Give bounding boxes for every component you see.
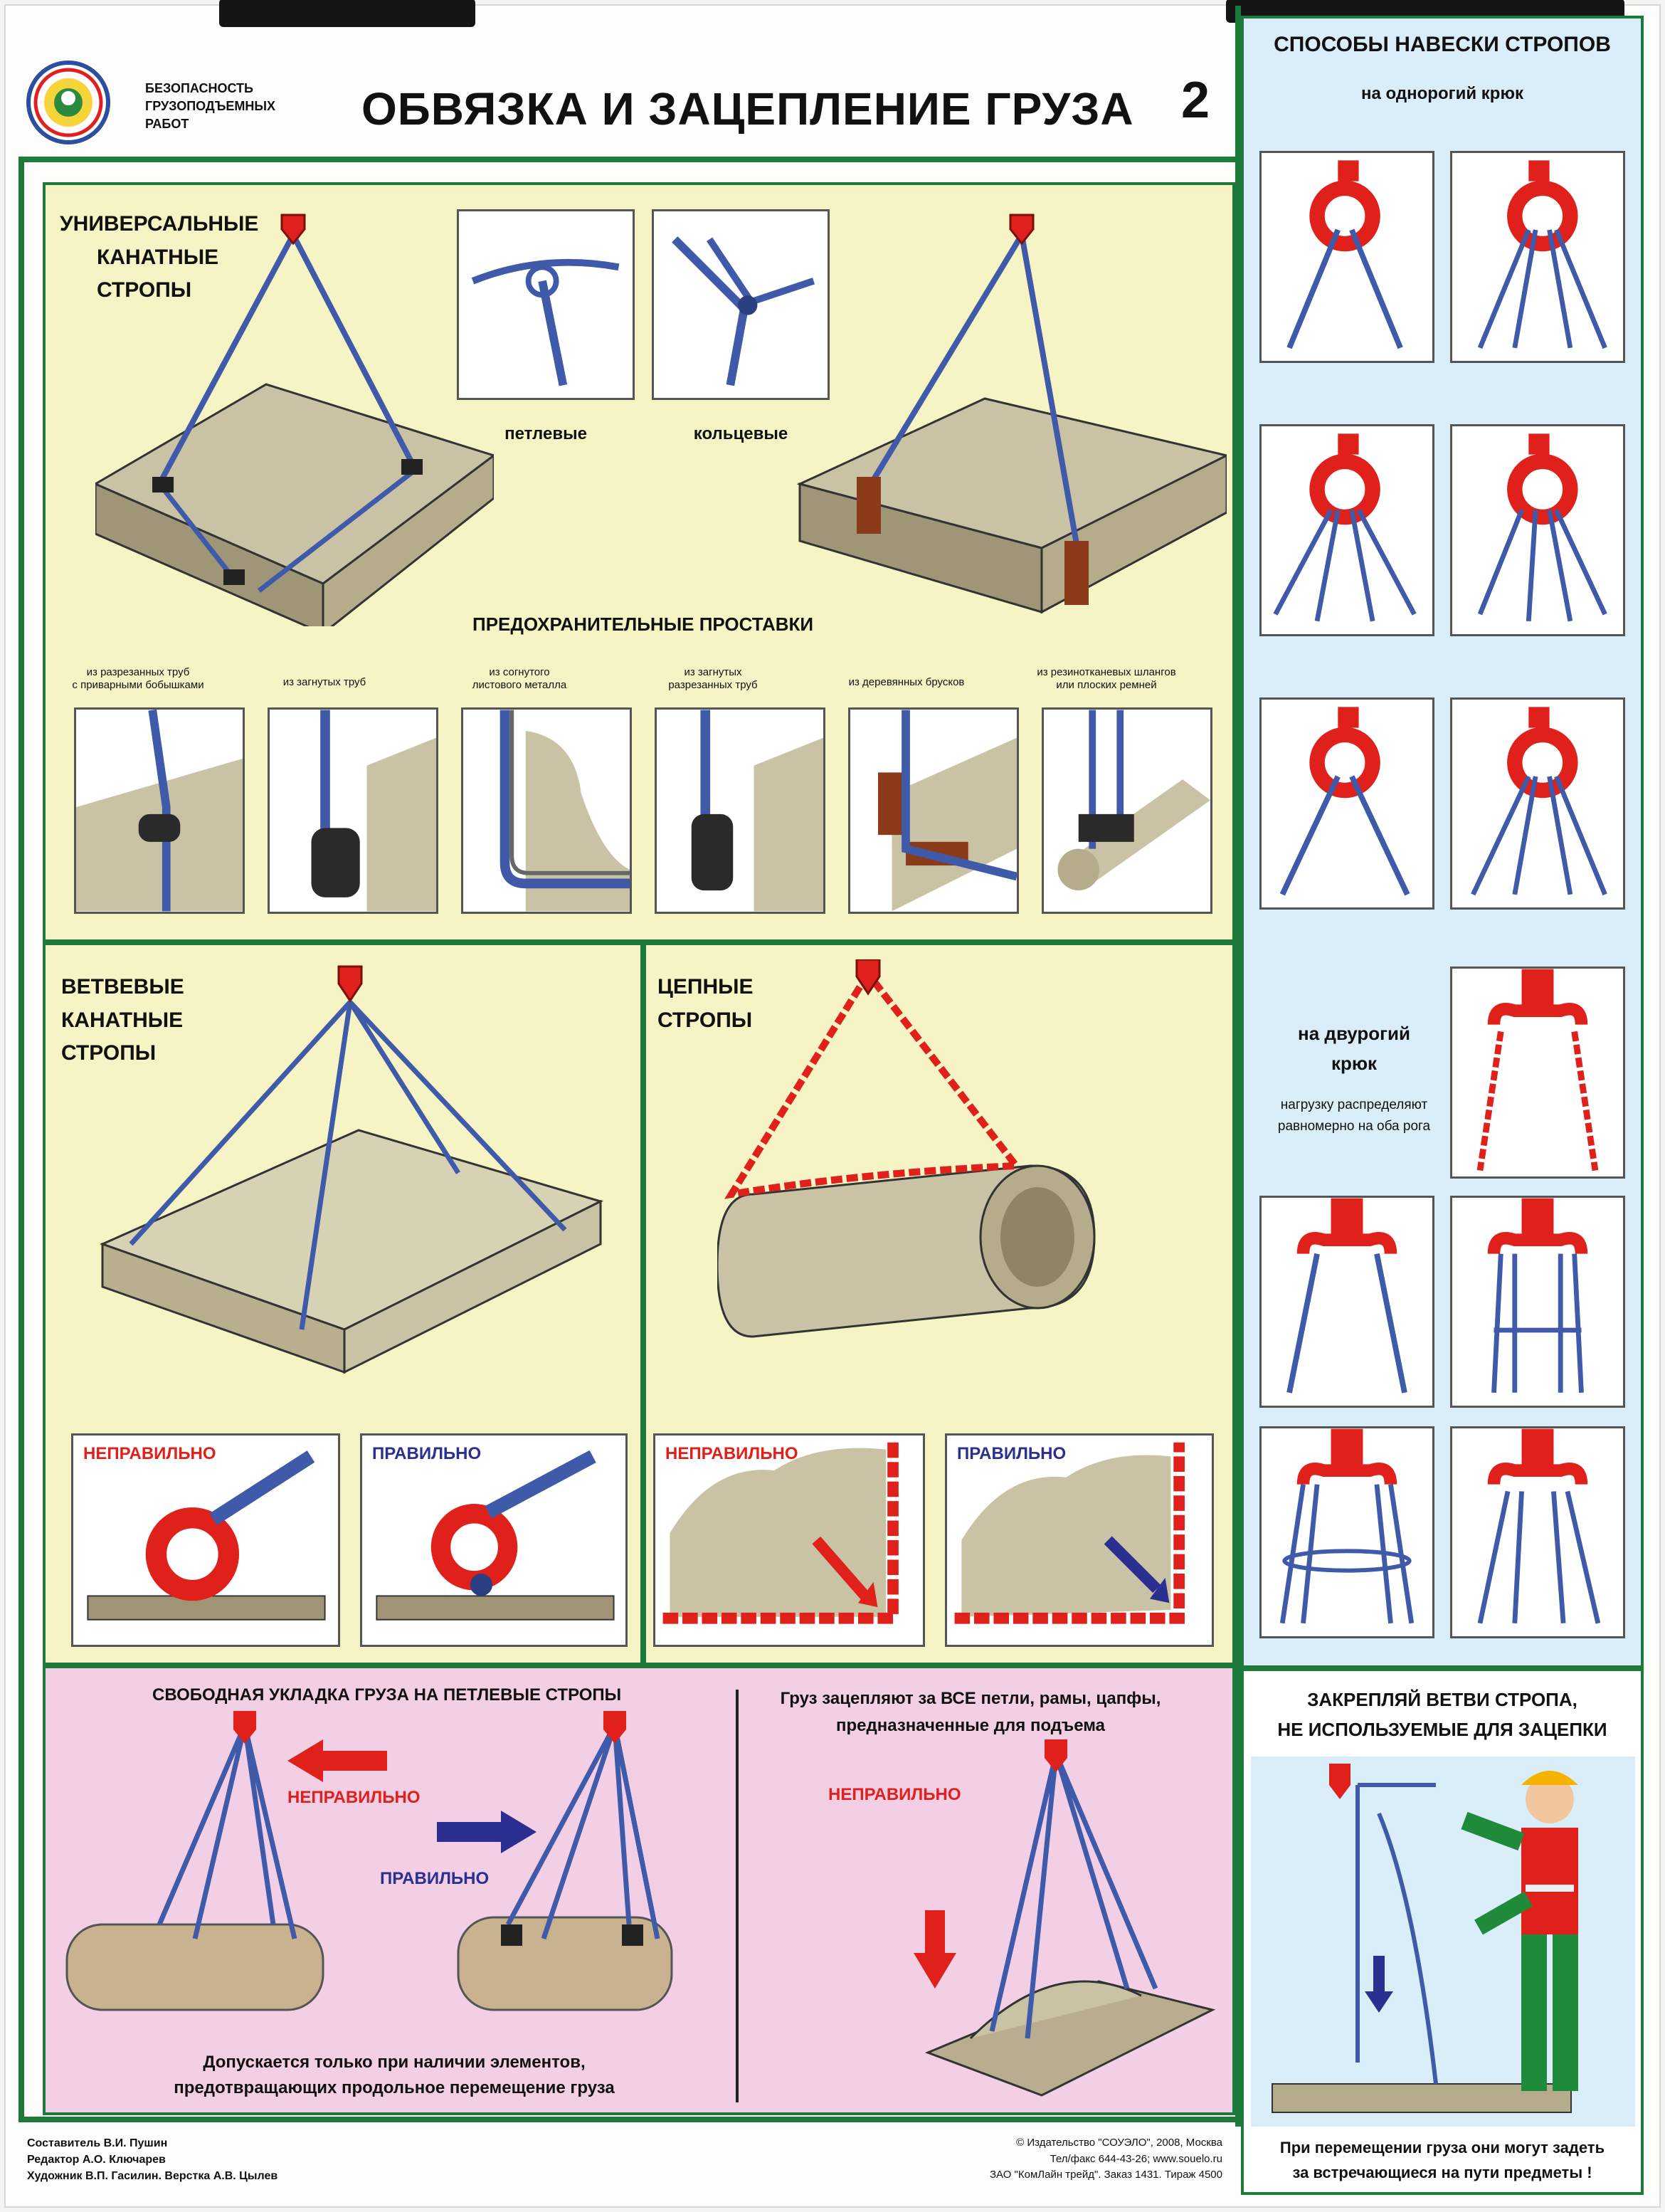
worker-illustration [1251,1757,1635,2127]
publisher-info: © Издательство "СОУЭЛО", 2008, Москва Те… [989,2137,1222,2181]
single-hook-label: на однорогий крюк [1361,84,1523,103]
branch-heading: ВЕТВЕВЫЕ КАНАТНЫЕ СТРОПЫ [61,975,184,1065]
branch-wrong-label: НЕПРАВИЛЬНО [83,1444,216,1463]
universal-slings-panel: УНИВЕРСАЛЬНЫЕ КАНАТНЫЕ СТРОПЫ [43,182,1235,942]
spacer-frame-wood-blocks [848,707,1019,914]
free-laying-note: Допускается только при наличии элементов… [174,2053,615,2097]
footer-rule [18,2117,1241,2122]
spacers-title: ПРЕДОХРАНИТЕЛЬНЫЕ ПРОСТАВКИ [472,613,814,635]
all-loops-wrong: НЕПРАВИЛЬНО [828,1785,961,1804]
header-rule [18,157,1241,162]
single-hook-method-4[interactable] [1450,424,1625,636]
universal-heading: УНИВЕРСАЛЬНЫЕ КАНАТНЫЕ СТРОПЫ [60,212,259,302]
branch-sling-illustration [88,959,615,1386]
left-rule [18,157,24,2119]
sling-methods-panel: СПОСОБЫ НАВЕСКИ СТРОПОВ на однорогий крю… [1241,16,1644,1668]
double-hook-method-3[interactable] [1259,1426,1434,1638]
double-hook-chain-frame[interactable] [1450,967,1625,1179]
ring-sling-label: кольцевые [693,424,788,443]
spacer-frame-cut-pipe [74,707,245,914]
chain-heading: ЦЕПНЫЕ СТРОПЫ [657,975,754,1032]
all-loops-title: Груз зацепляют за ВСЕ петли, рамы, цапфы… [780,1689,1161,1736]
chain-right-frame: ПРАВИЛЬНО [945,1433,1214,1647]
single-hook-method-3[interactable] [1259,424,1434,636]
chain-right-label: ПРАВИЛЬНО [957,1444,1067,1463]
poster: БЕЗОПАСНОСТЬ ГРУЗОПОДЪЕМНЫХ РАБОТ ОБВЯЗК… [6,0,1659,2206]
branch-wrong-frame: НЕПРАВИЛЬНО [71,1433,340,1647]
chain-slings-panel: ЦЕПНЫЕ СТРОПЫ НЕПРАВИЛЬНО ПРАВИЛЬНО [643,942,1235,1665]
loop-sling-frame [457,209,635,400]
branch-right-frame: ПРАВИЛЬНО [360,1433,628,1647]
double-hook-method-2[interactable] [1450,1196,1625,1408]
single-hook-method-2[interactable] [1450,151,1625,363]
secure-title: ЗАКРЕПЛЯЙ ВЕТВИ СТРОПА,НЕ ИСПОЛЬЗУЕМЫЕ Д… [1277,1689,1607,1740]
loop-sling-label: петлевые [504,424,587,443]
panel-divider [736,1690,739,2102]
single-hook-method-6[interactable] [1450,697,1625,910]
spacer-frame-bent-pipe [268,707,438,914]
credits: Составитель В.И. Пушин Редактор А.О. Клю… [27,2137,278,2183]
page-title: ОБВЯЗКА И ЗАЦЕПЛЕНИЕ ГРУЗА [361,83,1134,135]
single-hook-method-5[interactable] [1259,697,1434,910]
branch-slings-panel: ВЕТВЕВЫЕ КАНАТНЫЕ СТРОПЫ НЕПРАВИЛЬНО ПРА… [43,942,643,1665]
series-title: БЕЗОПАСНОСТЬ ГРУЗОПОДЪЕМНЫХ РАБОТ [145,81,276,132]
logo-seal [26,60,111,145]
slab-ring-sling-illustration [771,214,1227,626]
free-laying-wrong: НЕПРАВИЛЬНО [287,1788,421,1807]
down-arrow-red [914,1910,956,1989]
spacer-frame-cut-bent-pipe [655,707,825,914]
secure-branches-panel: ЗАКРЕПЛЯЙ ВЕТВИ СТРОПА,НЕ ИСПОЛЬЗУЕМЫЕ Д… [1241,1668,1644,2195]
methods-title: СПОСОБЫ НАВЕСКИ СТРОПОВ [1274,33,1611,56]
right-arrow-navy [437,1811,536,1853]
free-laying-title: СВОБОДНАЯ УКЛАДКА ГРУЗА НА ПЕТЛЕВЫЕ СТРО… [152,1685,622,1705]
branch-right-label: ПРАВИЛЬНО [372,1444,482,1463]
pipe-wrong-illustration [60,1711,330,2045]
binder-clip-left [219,0,475,27]
left-arrow-red [287,1739,387,1782]
center-rule [1235,6,1241,2127]
double-hook-method-4[interactable] [1450,1426,1625,1638]
spacer-frame-rubber-hose [1042,707,1212,914]
double-hook-method-1[interactable] [1259,1196,1434,1408]
sheet-number: 2 [1181,72,1210,129]
spacer-frame-sheet-metal [461,707,632,914]
free-laying-panel: СВОБОДНАЯ УКЛАДКА ГРУЗА НА ПЕТЛЕВЫЕ СТРО… [43,1665,1235,2115]
slab-loop-sling-illustration [95,214,494,626]
chain-wrong-frame: НЕПРАВИЛЬНО [653,1433,925,1647]
spacer-caption-2: из загнутых труб [282,676,366,688]
ring-sling-frame [652,209,830,400]
chain-sling-pipe-illustration [717,959,1158,1386]
chain-wrong-label: НЕПРАВИЛЬНО [665,1444,798,1463]
free-laying-right: ПРАВИЛЬНО [380,1869,490,1888]
pipe-right-illustration [444,1711,686,2045]
spacer-caption-5: из деревянных брусков [848,676,965,688]
bearing-cover-illustration [885,1739,1255,2110]
single-hook-method-1[interactable] [1259,151,1434,363]
